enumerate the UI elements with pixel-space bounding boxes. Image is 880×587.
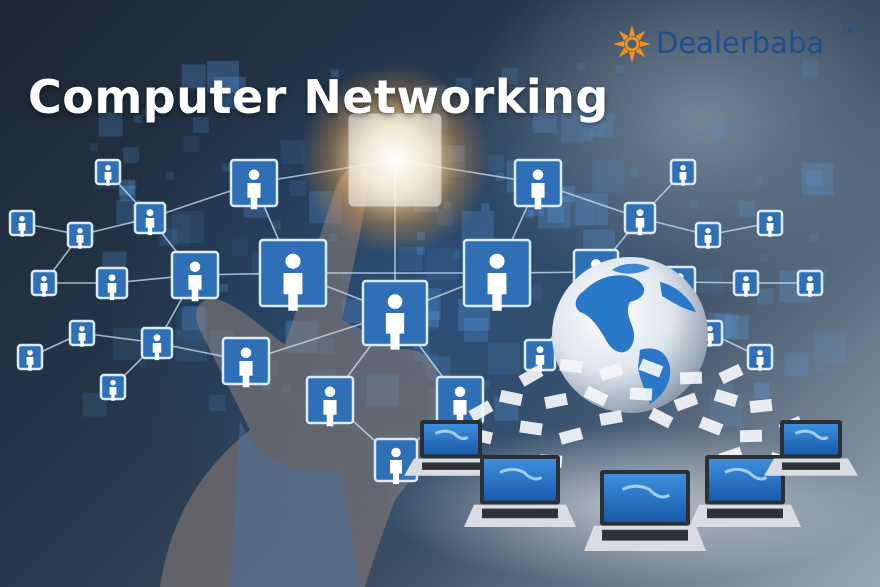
- document-icon: [498, 389, 524, 407]
- document-icon: [698, 416, 724, 436]
- document-icon: [599, 410, 623, 426]
- page-title: Computer Networking: [28, 70, 609, 124]
- document-icon: [638, 358, 664, 378]
- person-node-icon: [623, 201, 657, 236]
- person-node-icon: [669, 158, 697, 186]
- document-icon: [519, 420, 543, 436]
- document-icon: [648, 407, 674, 429]
- person-node-icon: [513, 158, 563, 210]
- person-node-icon: [66, 221, 94, 249]
- person-node-icon: [361, 279, 429, 350]
- document-icon: [583, 385, 609, 407]
- document-icon: [558, 427, 584, 445]
- hand-pointer: [160, 166, 440, 587]
- document-stream: [468, 358, 804, 471]
- document-icon: [739, 429, 763, 443]
- person-node-icon: [30, 269, 58, 297]
- document-icon: [673, 392, 699, 412]
- document-icon: [468, 400, 494, 422]
- document-icon: [713, 389, 739, 407]
- person-node-icon: [16, 343, 44, 371]
- person-node-icon: [756, 209, 784, 237]
- brand-name: Dealerbaba: [656, 26, 825, 60]
- person-node-icon: [229, 158, 279, 210]
- person-node-icon: [99, 373, 127, 401]
- person-node-icon: [694, 221, 722, 249]
- document-icon: [749, 398, 773, 414]
- person-node-icon: [133, 201, 167, 236]
- sun-logo-icon: [613, 25, 651, 63]
- person-node-icon: [68, 319, 96, 347]
- document-icon: [559, 358, 583, 374]
- laptop-group: [404, 420, 858, 551]
- person-node-icon: [140, 326, 174, 361]
- document-icon: [598, 363, 624, 381]
- laptop-icon: [404, 420, 498, 476]
- document-icon: [544, 393, 568, 409]
- person-node-icon: [746, 343, 774, 371]
- person-node-icon: [95, 266, 129, 301]
- person-node-icon: [462, 238, 532, 311]
- laptop-icon: [689, 455, 801, 527]
- person-node-icon: [170, 250, 220, 302]
- person-node-icon: [258, 238, 328, 311]
- person-node-icon: [305, 375, 355, 427]
- person-node-icon: [732, 269, 760, 297]
- document-icon: [679, 371, 703, 385]
- document-icon: [629, 387, 653, 401]
- person-node-icon: [221, 336, 271, 388]
- person-node-icon: [523, 338, 557, 373]
- laptop-icon: [464, 455, 576, 527]
- globe-icon: [552, 257, 708, 413]
- trademark-mark: TM: [842, 26, 854, 35]
- document-icon: [518, 365, 544, 387]
- laptop-icon: [764, 420, 858, 476]
- person-node-icon: [796, 269, 824, 297]
- brand-logo: Dealerbaba TM: [612, 22, 854, 66]
- laptop-icon: [584, 470, 706, 551]
- person-node-icon: [94, 158, 122, 186]
- person-node-icon: [8, 209, 36, 237]
- person-node-icon: [348, 113, 442, 207]
- document-icon: [718, 363, 744, 385]
